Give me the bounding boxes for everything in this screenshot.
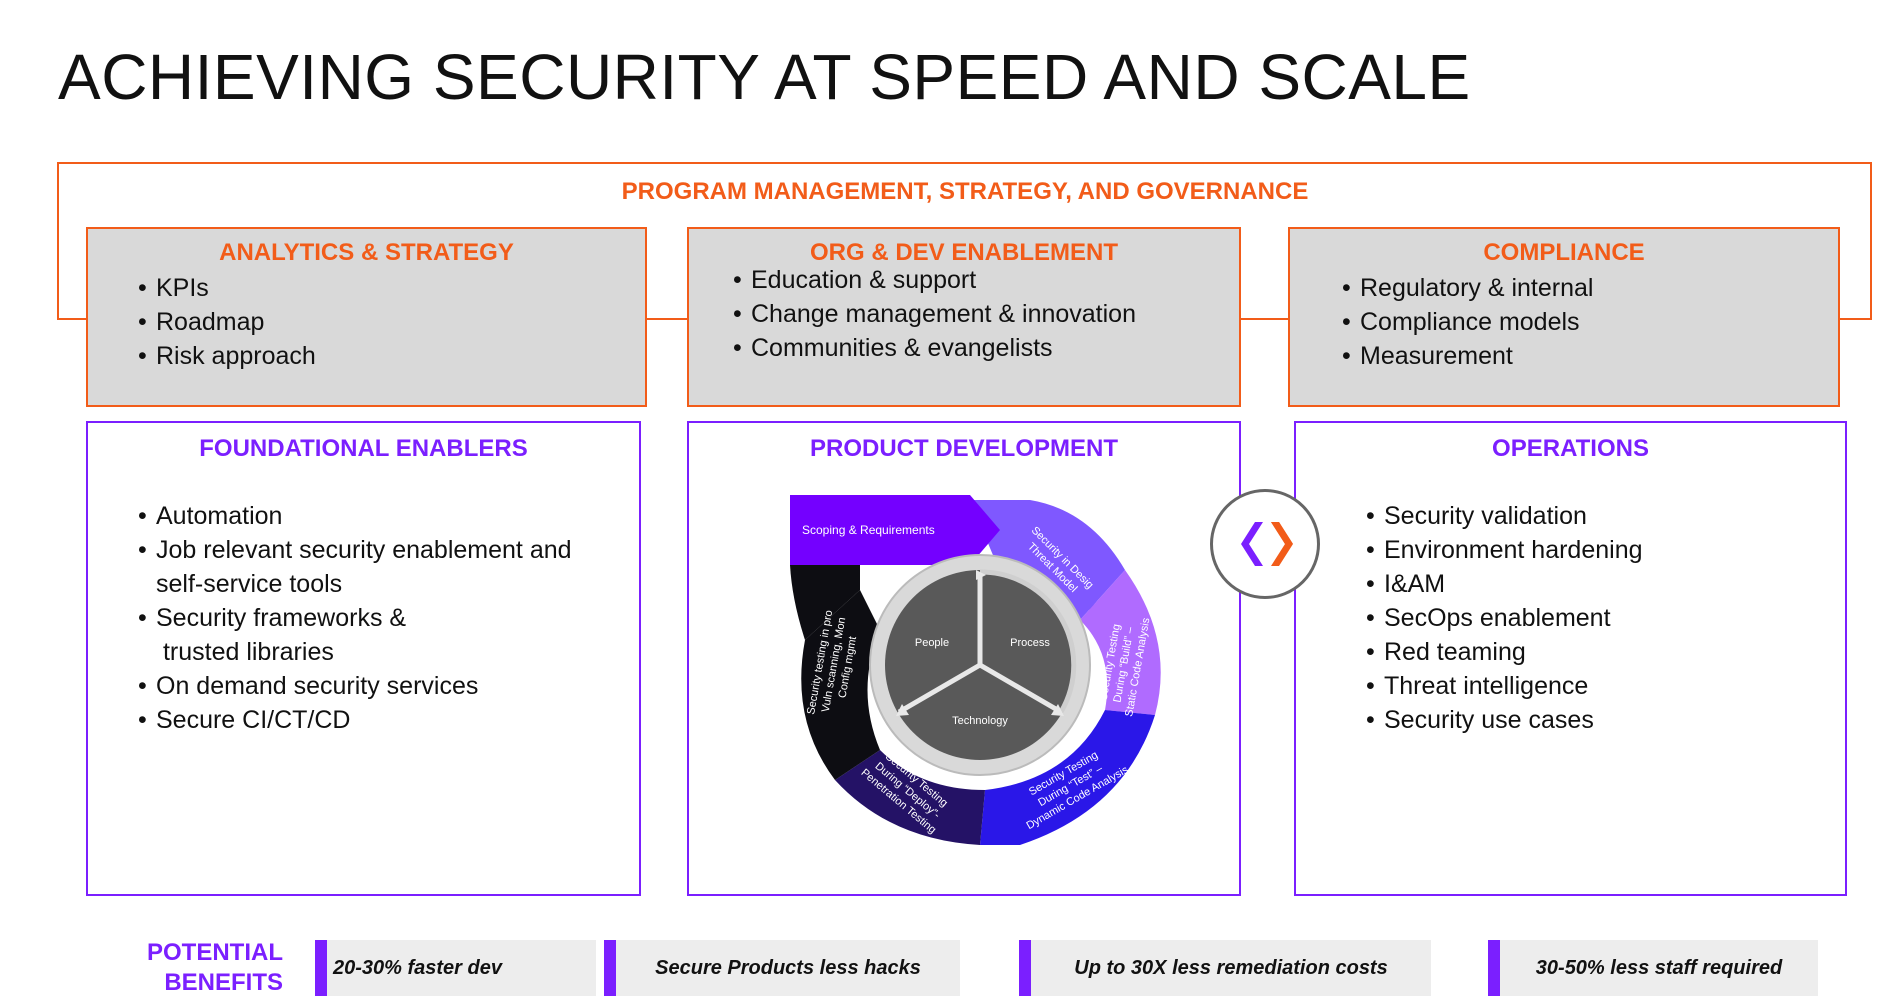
cycle-segment-deploy: [835, 750, 985, 845]
list-item: Risk approach: [138, 339, 645, 373]
list-item: On demand security services: [138, 669, 639, 703]
analytics-strategy-box: ANALYTICS & STRATEGY KPIs Roadmap Risk a…: [86, 227, 647, 407]
cycle-segment-scoping: [790, 495, 1000, 565]
cycle-segment-design-body: [970, 500, 1125, 620]
program-management-title: PROGRAM MANAGEMENT, STRATEGY, AND GOVERN…: [621, 178, 1309, 205]
compliance-list: Regulatory & internal Compliance models …: [1342, 271, 1838, 373]
list-item: Security validation: [1366, 499, 1845, 533]
cycle-segment-build: [1080, 570, 1161, 715]
operations-box: OPERATIONS Security validation Environme…: [1294, 421, 1847, 896]
chevron-brackets-icon: [1241, 522, 1293, 566]
analytics-strategy-list: KPIs Roadmap Risk approach: [138, 271, 645, 373]
benefit-accent-bar: [1488, 940, 1500, 996]
list-item: Change management & innovation: [733, 297, 1239, 331]
foundational-enablers-title: FOUNDATIONAL ENABLERS: [199, 435, 528, 462]
cycle-label-process: Process: [1010, 637, 1050, 649]
list-item: Red teaming: [1366, 635, 1845, 669]
benefit-item: Secure Products less hacks: [604, 940, 960, 996]
cycle-label-technology: Technology: [952, 715, 1008, 727]
foundational-enablers-box: FOUNDATIONAL ENABLERS Automation Job rel…: [86, 421, 641, 896]
operations-list: Security validation Environment hardenin…: [1366, 499, 1845, 737]
benefit-accent-bar: [1019, 940, 1031, 996]
potential-benefits-label: POTENTIAL BENEFITS: [147, 939, 283, 996]
compliance-title: COMPLIANCE: [1483, 239, 1645, 266]
list-item: Roadmap: [138, 305, 645, 339]
list-item: Job relevant security enablement andself…: [138, 533, 639, 601]
org-dev-enablement-list: Education & support Change management & …: [733, 263, 1239, 365]
benefit-item: Up to 30X less remediation costs: [1019, 940, 1431, 996]
logo-circle: [1210, 489, 1320, 599]
page-title: ACHIEVING SECURITY AT SPEED AND SCALE: [58, 41, 1471, 113]
compliance-box: COMPLIANCE Regulatory & internal Complia…: [1288, 227, 1840, 407]
list-item: Environment hardening: [1366, 533, 1845, 567]
list-item: Secure CI/CT/CD: [138, 703, 639, 737]
benefit-accent-bar: [315, 940, 327, 996]
list-item: Regulatory & internal: [1342, 271, 1838, 305]
org-dev-enablement-title: ORG & DEV ENABLEMENT: [809, 239, 1118, 266]
analytics-strategy-title: ANALYTICS & STRATEGY: [219, 239, 514, 266]
foundational-enablers-list: Automation Job relevant security enablem…: [138, 499, 639, 737]
sdlc-cycle-diagram: People Process Technology Scoping & Requ…: [790, 495, 1161, 845]
cycle-label-people: People: [915, 637, 949, 649]
benefit-text: Up to 30X less remediation costs: [1074, 956, 1388, 979]
benefit-text: 20-30% faster dev: [333, 956, 502, 979]
list-item: Measurement: [1342, 339, 1838, 373]
benefit-text: Secure Products less hacks: [655, 956, 921, 979]
list-item: Education & support: [733, 263, 1239, 297]
list-item: I&AM: [1366, 567, 1845, 601]
list-item: KPIs: [138, 271, 645, 305]
cycle-segment-test: [980, 710, 1155, 845]
list-item: Automation: [138, 499, 639, 533]
benefit-item: 20-30% faster dev: [315, 940, 596, 996]
list-item: Security use cases: [1366, 703, 1845, 737]
benefit-item: 30-50% less staff required: [1488, 940, 1818, 996]
list-item: Compliance models: [1342, 305, 1838, 339]
list-item: Communities & evangelists: [733, 331, 1239, 365]
cycle-segment-prod: [801, 590, 880, 780]
cycle-label-scoping: Scoping & Requirements: [802, 523, 935, 537]
product-development-title: PRODUCT DEVELOPMENT: [809, 435, 1118, 462]
benefit-text: 30-50% less staff required: [1535, 956, 1783, 979]
list-item: Security frameworks & trusted libraries: [138, 601, 639, 669]
list-item: Threat intelligence: [1366, 669, 1845, 703]
operations-title: OPERATIONS: [1492, 435, 1649, 462]
list-item: SecOps enablement: [1366, 601, 1845, 635]
org-dev-enablement-box: ORG & DEV ENABLEMENT Education & support…: [687, 227, 1241, 407]
benefit-accent-bar: [604, 940, 616, 996]
